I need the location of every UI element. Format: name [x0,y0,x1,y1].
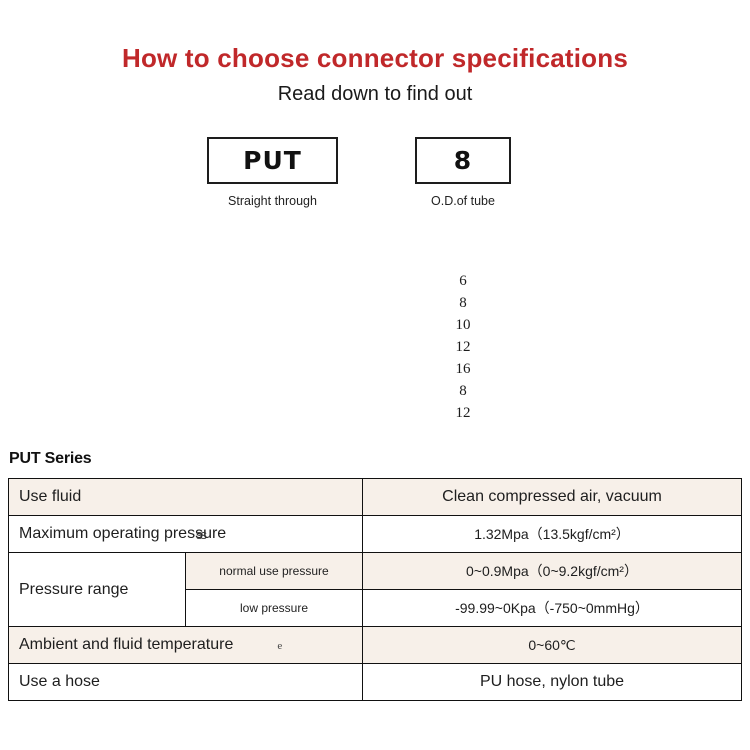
table-row: Use fluid Clean compressed air, vacuum [8,478,742,516]
code-box-od-caption: O.D.of tube [431,193,495,208]
table-row: Ambient and fluid temperature e 0~60℃ [8,626,742,664]
table-row: low pressure -99.99~0Kpa（-750~0mmHg） [9,589,742,627]
list-item: 8 [459,295,467,312]
code-box-series: PUT [207,136,338,184]
render-artifact-stray-char: e [277,640,283,652]
spec-sublabel-normal-use-pressure: normal use pressure [185,552,363,590]
list-item: 8 [459,383,467,400]
spec-value-low-pressure: -99.99~0Kpa（-750~0mmHg） [362,589,742,627]
list-item: 12 [455,405,471,422]
specification-table: Use fluid Clean compressed air, vacuum M… [8,478,742,701]
spec-value-use-a-hose: PU hose, nylon tube [362,663,742,701]
render-artifact-overlap: ss [196,527,207,542]
spec-label-use-fluid: Use fluid [8,478,363,516]
spec-value-normal-use-pressure: 0~0.9Mpa（0~9.2kgf/cm²） [362,552,742,590]
spec-label-use-a-hose: Use a hose [8,663,363,701]
code-box-od: 8 [415,136,511,184]
list-item: 16 [455,361,471,378]
spec-value-max-operating-pressure: 1.32Mpa（13.5kgf/cm²） [362,515,742,553]
list-item: 6 [459,273,467,289]
spec-value-ambient-fluid-temperature: 0~60℃ [362,626,742,664]
spec-value-use-fluid: Clean compressed air, vacuum [362,478,742,516]
table-row: Pressure range normal use pressure 0~0.9… [8,552,742,627]
od-size-option-list: 6 8 10 12 16 8 12 [415,270,511,424]
spec-label-pressure-range: Pressure range [8,552,186,627]
page-subtitle: Read down to find out [277,82,473,105]
page-title: How to choose connector specifications [121,43,629,73]
list-item: 12 [455,339,471,356]
spec-label-text: Maximum operating pressure [19,525,227,542]
spec-label-text: Ambient and fluid temperature [19,636,234,653]
code-box-series-caption: Straight through [228,193,317,208]
connector-code-diagram: PUT Straight through 8 O.D.of tube [0,132,750,252]
code-box-series-value: PUT [243,145,302,175]
list-item: 10 [455,317,471,334]
spec-sublabel-low-pressure: low pressure [185,589,363,627]
spec-label-ambient-fluid-temperature: Ambient and fluid temperature e [8,626,363,664]
table-row: Use a hose PU hose, nylon tube [8,663,742,701]
code-box-od-value: 8 [453,145,473,175]
page-header: How to choose connector specifications R… [0,0,750,105]
series-heading: PUT Series [9,450,92,467]
